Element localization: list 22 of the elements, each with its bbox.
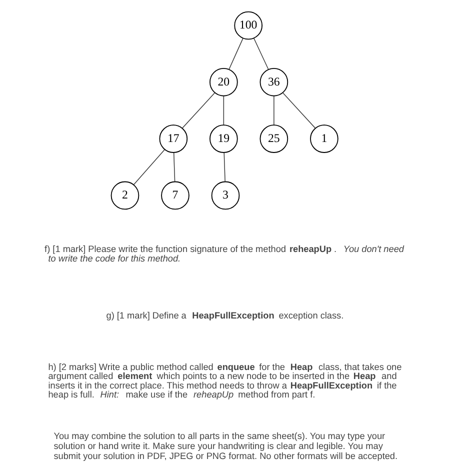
connector	[282, 92, 316, 129]
connector	[223, 96, 224, 126]
connector	[182, 92, 216, 129]
node-circle: 100	[234, 11, 262, 40]
node-circle: 25	[260, 124, 288, 153]
connector	[224, 152, 226, 182]
node-circle: 3	[211, 181, 240, 210]
node-circle: 7	[161, 181, 190, 210]
label: g) [1 mark] Define a HeapFullException exception class.	[106, 310, 344, 320]
node-circle: 17	[159, 124, 188, 153]
label: f) [1 mark] Please write the function signature of the method reheapUp. You don't need to write the code for this method.	[44, 244, 404, 264]
connector	[228, 38, 244, 70]
node-circle: 20	[210, 68, 238, 96]
node-circle: 19	[210, 124, 238, 153]
label: h) [2 marks] Write a public method called enqueue for the Heap class, that takes one argument called element which points to a new node to be inserted in the Heap and inserts it in the correct place. This method needs to throw a HeapFullException if the heap is full. Hint: make use if the reheapUp method from part f.	[48, 362, 402, 400]
node-circle: 36	[260, 68, 288, 96]
connector	[254, 38, 269, 70]
node-circle: 1	[310, 124, 338, 153]
node-circle: 2	[110, 181, 140, 210]
label: You may combine the solution to all parts in the same sheet(s). You may type your solution or hand write it. Make sure your handwriting is clear and legible. You may submit your solution in PDF, JPEG or PNG format. No other formats will be accepted.	[54, 430, 398, 462]
connector	[173, 152, 176, 182]
connector	[134, 149, 166, 185]
